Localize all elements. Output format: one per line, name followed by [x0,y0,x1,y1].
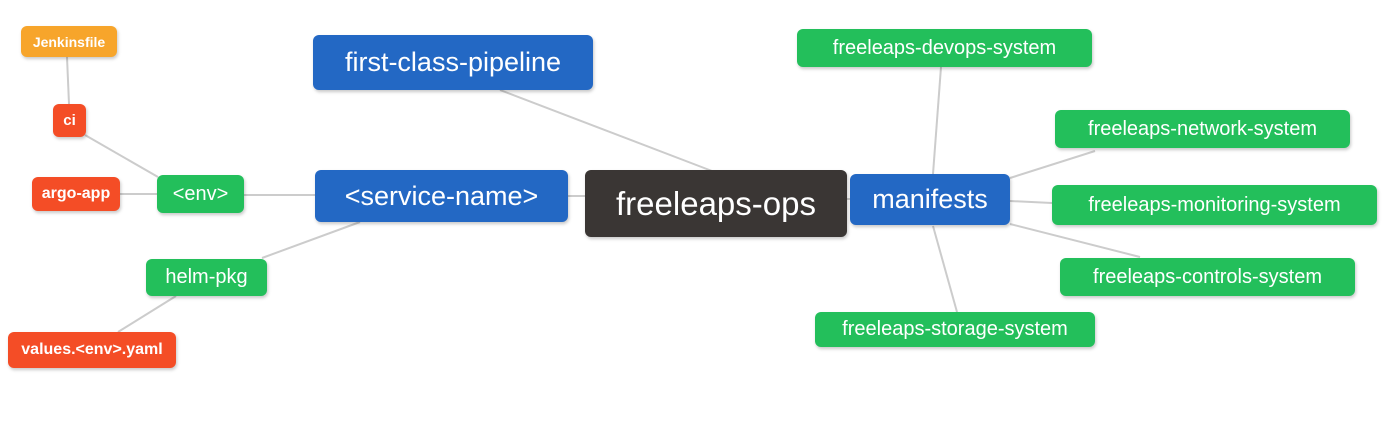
edge-values-helm-pkg [117,295,177,333]
edge-manifests-controls [1009,223,1141,258]
node-service-name[interactable]: <service-name> [315,170,568,222]
node-values-env-yaml[interactable]: values.<env>.yaml [8,332,176,368]
edge-manifests-storage [932,225,958,313]
node-network-system[interactable]: freeleaps-network-system [1055,110,1350,148]
node-freeleaps-ops-root[interactable]: freeleaps-ops [585,170,847,237]
node-controls-system[interactable]: freeleaps-controls-system [1060,258,1355,296]
edge-manifests-monitoring [1009,200,1053,204]
node-helm-pkg[interactable]: helm-pkg [146,259,267,296]
edge-manifests-devops [932,66,942,175]
node-manifests[interactable]: manifests [850,174,1010,225]
edge-jenkinsfile-ci [66,56,70,105]
edge-helm-pkg-service-name [261,221,361,259]
node-first-class-pipeline[interactable]: first-class-pipeline [313,35,593,90]
node-devops-system[interactable]: freeleaps-devops-system [797,29,1092,67]
edge-pipeline-root [499,89,713,172]
edge-ci-env [84,134,159,178]
node-argo-app[interactable]: argo-app [32,177,120,211]
node-storage-system[interactable]: freeleaps-storage-system [815,312,1095,347]
edge-manifests-network [1009,150,1096,179]
node-ci[interactable]: ci [53,104,86,137]
node-env[interactable]: <env> [157,175,244,213]
node-jenkinsfile[interactable]: Jenkinsfile [21,26,117,57]
node-monitoring-system[interactable]: freeleaps-monitoring-system [1052,185,1377,225]
